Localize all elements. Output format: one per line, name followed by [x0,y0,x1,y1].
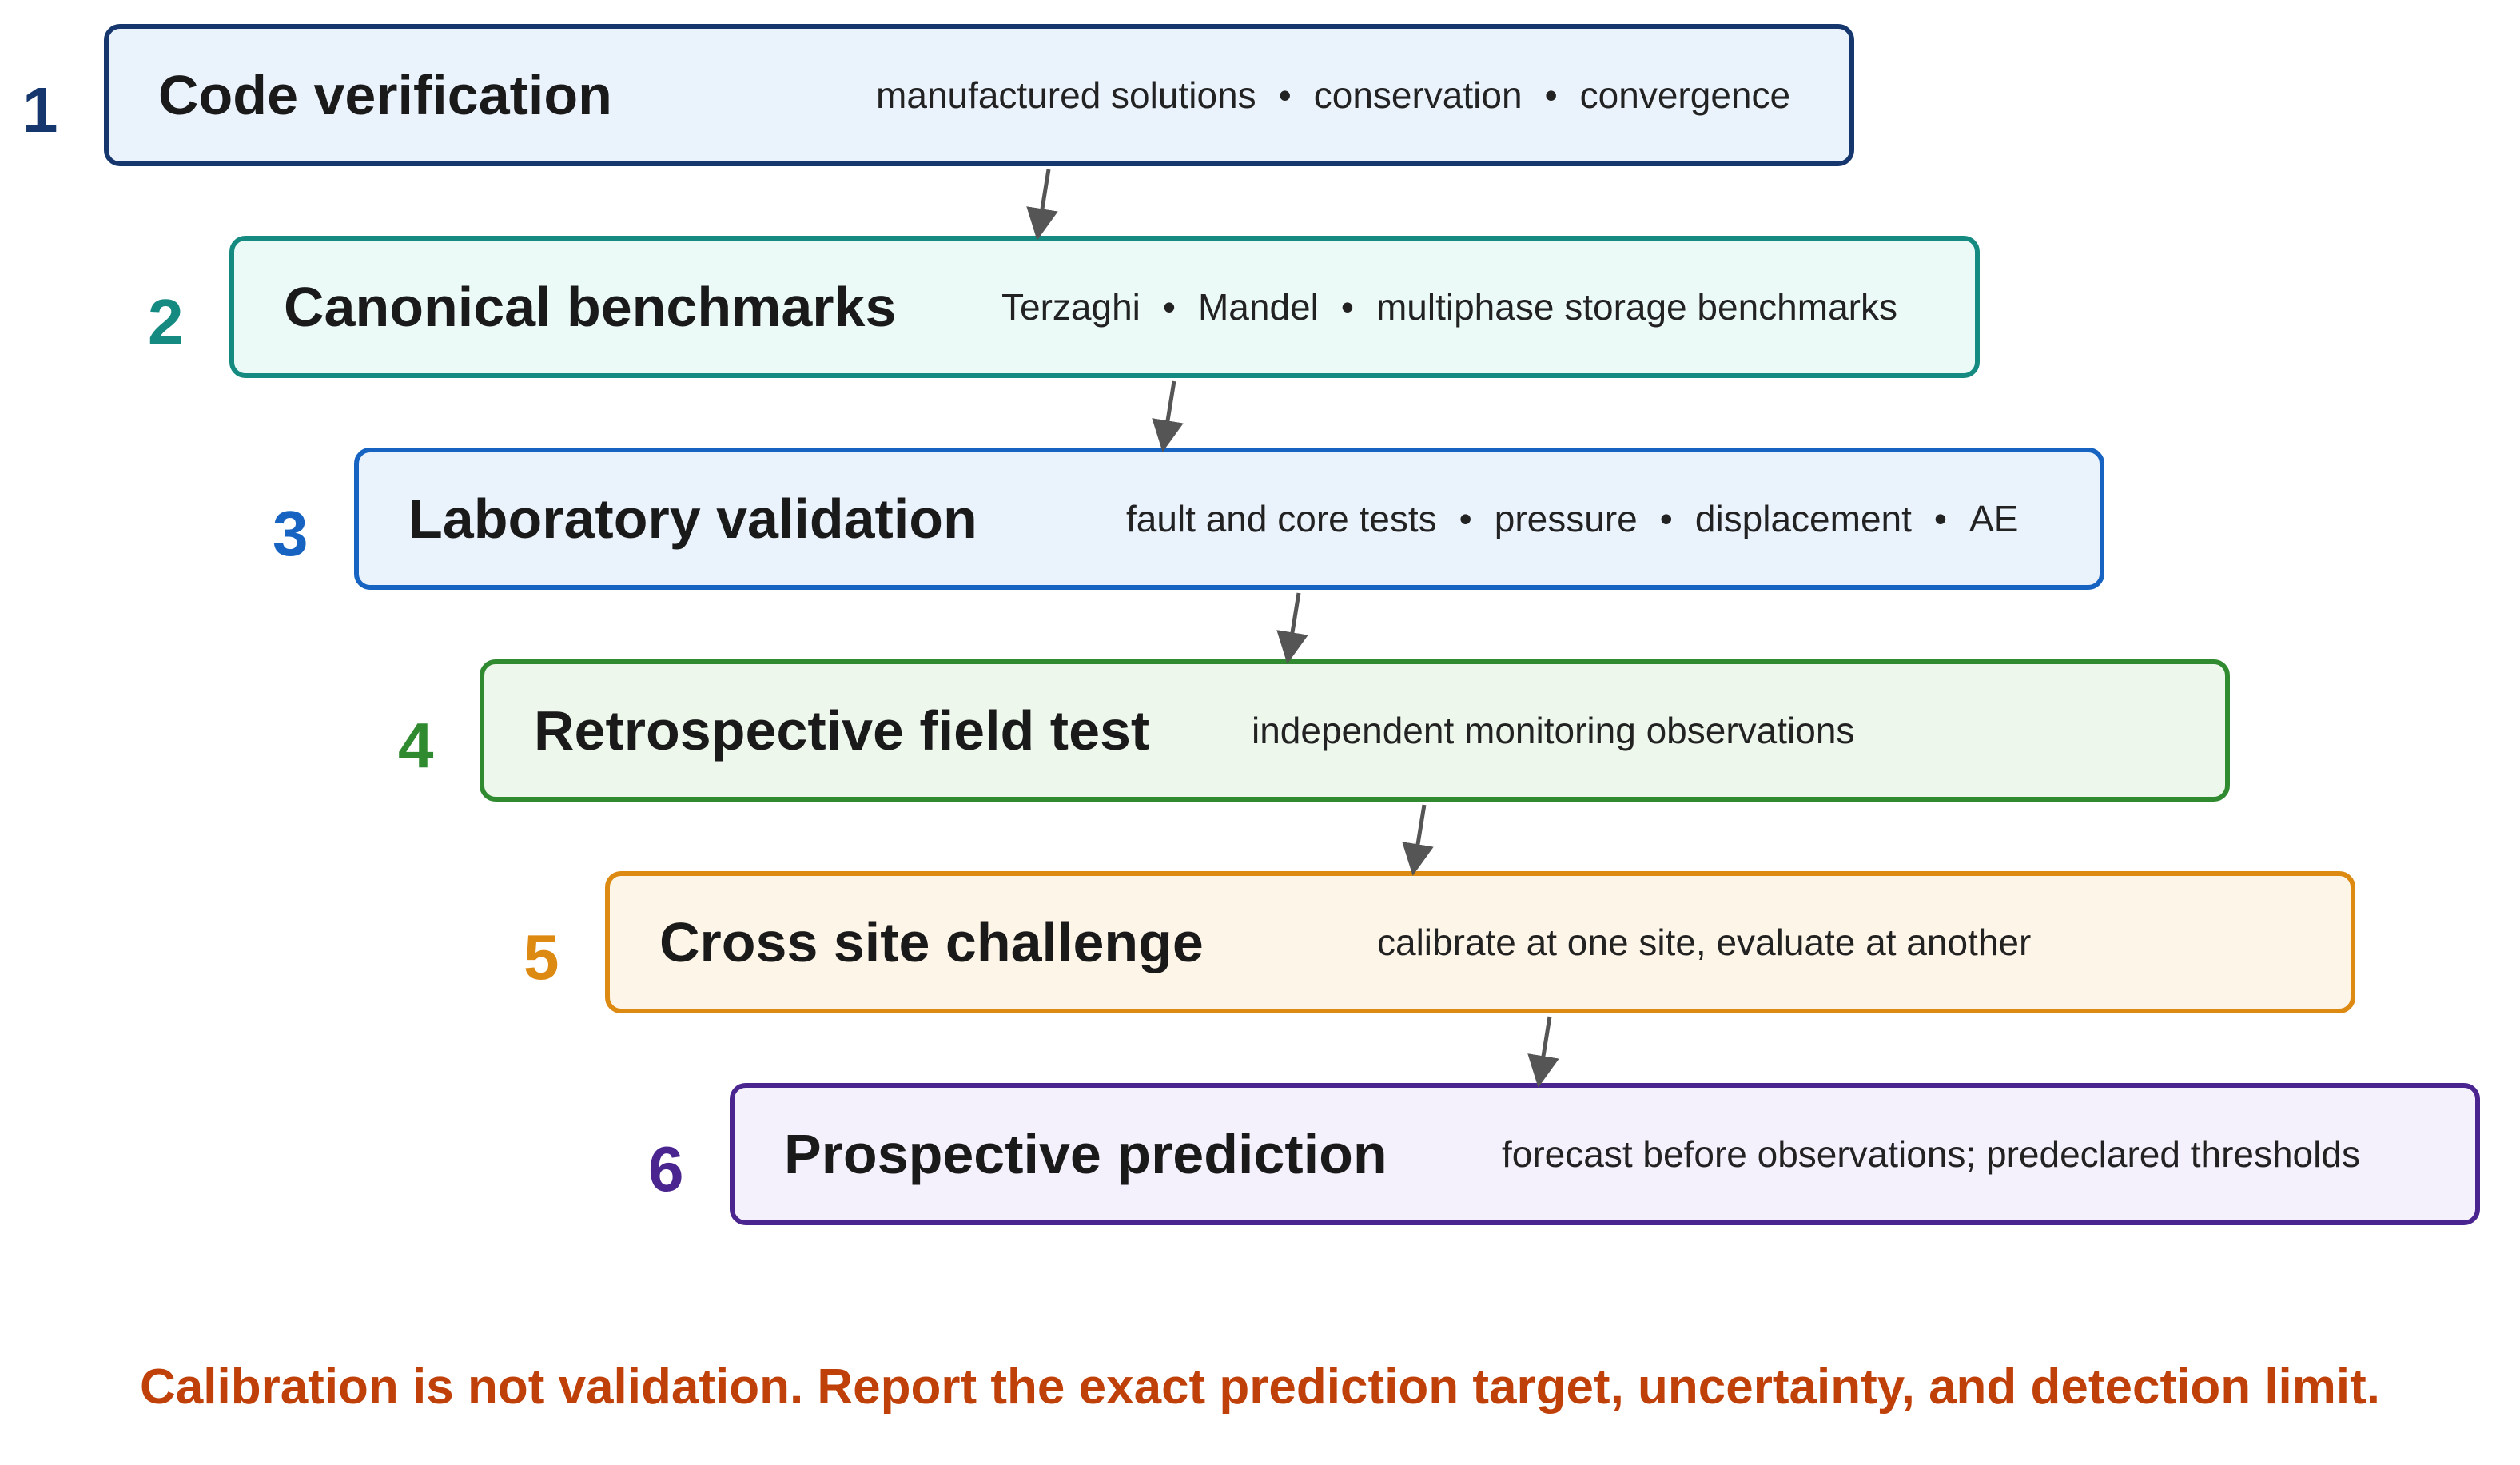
step-number-4: 4 [398,710,434,781]
step-details: calibrate at one site, evaluate at anoth… [1377,921,2031,964]
step-details: manufactured solutions • conservation • conv… [876,74,1790,117]
arrow-2-to-3 [1152,380,1184,452]
step-details: fault and core tests • pressure • displaceme… [1126,497,2018,540]
detail-item: forecast before observations; predeclare… [1502,1133,2360,1175]
step-number-6: 6 [648,1133,684,1204]
step-number-5: 5 [524,922,559,993]
step-box-laboratory-validation: Laboratory validation fault and core tes… [354,448,2104,590]
arrow-3-to-4 [1276,592,1308,664]
step-number-2: 2 [148,286,184,357]
step-box-code-verification: Code verification manufactured solutions… [104,24,1854,166]
bullet-separator: • [1340,286,1354,328]
bullet-separator: • [1933,498,1948,539]
step-details: independent monitoring observations [1252,709,1854,752]
detail-item: Mandel [1197,286,1319,328]
step-title: Canonical benchmarks [284,276,897,338]
step-box-retrospective-field-test: Retrospective field test independent mon… [480,659,2230,802]
step-number-1: 1 [22,74,58,145]
detail-item: multiphase storage benchmarks [1375,286,1897,328]
detail-item: calibrate at one site, evaluate at anoth… [1377,922,2032,963]
bullet-separator: • [1544,74,1558,116]
step-box-canonical-benchmarks: Canonical benchmarks Terzaghi • Mandel • mul… [229,236,1980,378]
step-details: forecast before observations; predeclare… [1502,1133,2360,1176]
arrow-5-to-6 [1527,1016,1559,1088]
step-title: Retrospective field test [534,699,1150,762]
detail-item: fault and core tests [1126,498,1437,539]
detail-item: Terzaghi [1001,286,1141,328]
bullet-separator: • [1278,74,1292,116]
bullet-separator: • [1659,498,1673,539]
step-title: Code verification [158,64,612,126]
bullet-separator: • [1162,286,1176,328]
step-title: Prospective prediction [784,1123,1387,1185]
detail-item: convergence [1579,74,1791,116]
arrow-1-to-2 [1026,169,1058,241]
arrow-4-to-5 [1402,804,1434,876]
detail-item: pressure [1494,498,1638,539]
footer-note: Calibration is not validation. Report th… [139,1360,2381,1415]
step-title: Laboratory validation [408,488,977,550]
detail-item: AE [1969,498,2019,539]
detail-item: manufactured solutions [876,74,1256,116]
detail-item: independent monitoring observations [1252,710,1855,751]
step-details: Terzaghi • Mandel • multiphase storage bench… [1001,285,1897,328]
step-title: Cross site challenge [659,911,1204,973]
step-box-prospective-prediction: Prospective prediction forecast before o… [730,1083,2480,1225]
detail-item: displacement [1694,498,1912,539]
step-number-3: 3 [273,498,309,569]
step-box-cross-site-challenge: Cross site challenge calibrate at one si… [605,871,2355,1013]
detail-item: conservation [1313,74,1523,116]
bullet-separator: • [1459,498,1472,539]
